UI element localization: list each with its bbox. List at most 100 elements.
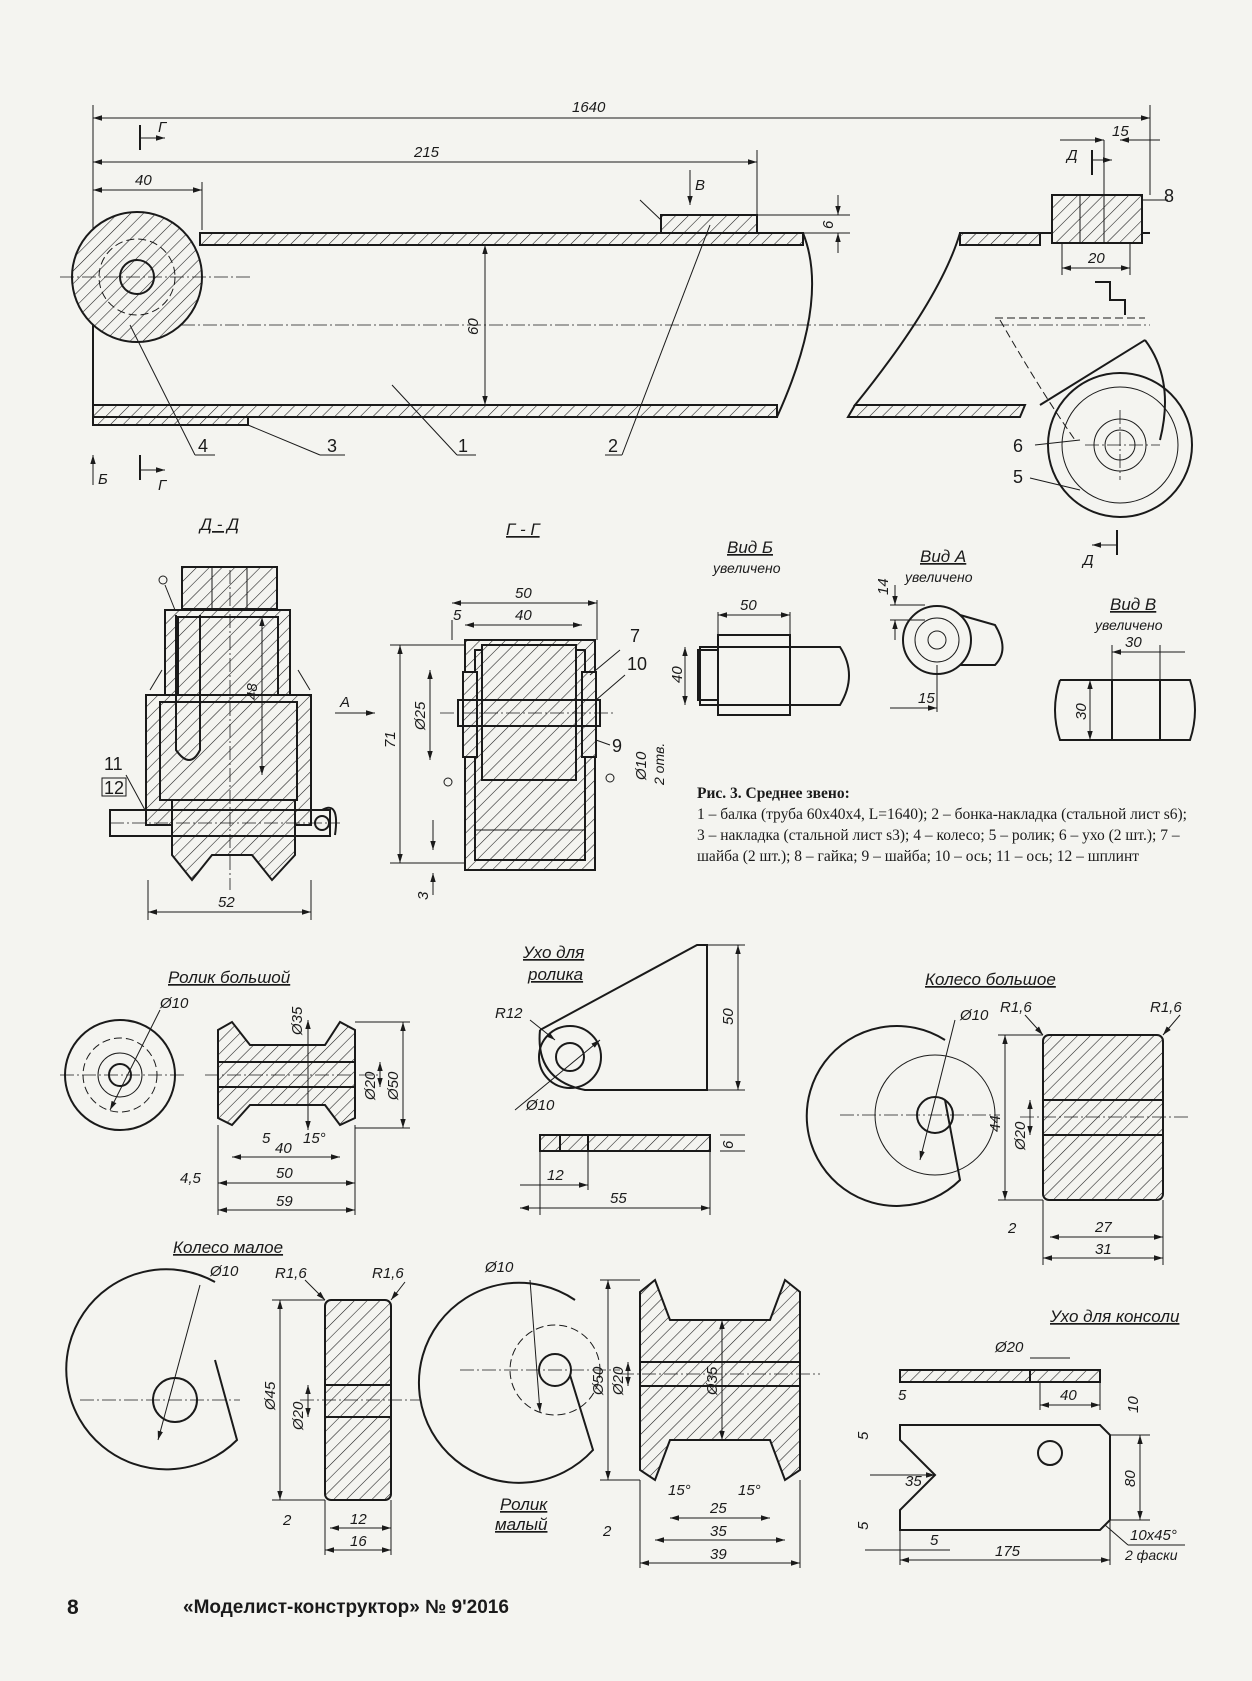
roller-small-dim-25: 25 — [709, 1500, 727, 1517]
dim-1640: 1640 — [572, 99, 606, 116]
plate-3 — [92, 416, 249, 426]
roller-big-dim-20: Ø20 — [362, 1071, 379, 1101]
wheel-small-dim-r2: R1,6 — [372, 1265, 404, 1282]
caption-text: 1 – балка (труба 60х40х4, L=1640); 2 – б… — [697, 806, 1187, 865]
wheel-small-dim-10: Ø10 — [209, 1263, 239, 1280]
dim-gg-5: 5 — [453, 607, 462, 624]
view-a-title: Вид А — [920, 547, 966, 566]
beam-right-bottom-wall — [846, 404, 1027, 418]
roller-5 — [1047, 372, 1193, 518]
roller-big-dim-35: Ø35 — [289, 1006, 306, 1036]
wheel-big-dim-10: Ø10 — [959, 1007, 989, 1024]
wheel-small-title: Колесо малое — [173, 1238, 283, 1257]
page-number: 8 — [67, 1596, 79, 1619]
view-a-dim-15: 15 — [918, 690, 935, 707]
dim-gg-3: 3 — [415, 891, 432, 900]
roller-small-dim-20: Ø20 — [610, 1366, 627, 1396]
roller-small-dim-39: 39 — [710, 1546, 727, 1563]
view-a-dim-14: 14 — [875, 578, 892, 595]
top-view: 1640 215 40 6 60 — [60, 99, 1193, 569]
ear-console-dim-80: 80 — [1122, 1470, 1139, 1487]
ear-console-dim-5a: 5 — [898, 1387, 907, 1404]
dim-60: 60 — [465, 318, 482, 335]
view-b-dim-50: 50 — [740, 597, 757, 614]
ear-console-chamfer: 10х45° — [1130, 1527, 1177, 1544]
dim-dd-48: 48 — [244, 683, 261, 700]
roller-big-dim-40: 40 — [275, 1140, 292, 1157]
wheel-small-dim-2: 2 — [282, 1512, 292, 1529]
ear-console-dim-10: 10 — [1125, 1396, 1142, 1413]
callout-4: 4 — [198, 436, 208, 456]
ear-console-dim-5d: 5 — [930, 1532, 939, 1549]
mark-d-bottom: Д — [1081, 552, 1094, 569]
view-a: Вид А увеличено 14 15 — [875, 547, 1004, 712]
view-a-subtitle: увеличено — [904, 569, 973, 585]
ear-roller: Ухо для ролика 50 R12 Ø10 6 12 55 — [495, 943, 745, 1215]
view-b-title: Вид Б — [727, 538, 773, 557]
callout-10: 10 — [627, 654, 647, 674]
wheel-small-dim-45: Ø45 — [262, 1381, 279, 1411]
mark-b: Б — [98, 471, 108, 488]
arrow-a: А — [339, 694, 350, 711]
roller-small-title-1: Ролик — [500, 1495, 548, 1514]
section-dd: Д - Д 48 52 11 12 — [101, 515, 340, 920]
dim-gg-40: 40 — [515, 607, 532, 624]
ear-console: Ухо для консоли Ø20 40 10 80 5 5 35 5 5 … — [855, 1307, 1185, 1565]
wheel-small-dim-16: 16 — [350, 1533, 367, 1550]
roller-small-dim-2: 2 — [602, 1523, 612, 1540]
ear-console-dim-5b: 5 — [855, 1431, 872, 1440]
dim-20: 20 — [1087, 250, 1105, 267]
ear-console-title: Ухо для консоли — [1049, 1307, 1180, 1326]
callout-12: 12 — [104, 778, 124, 798]
wheel-big: Колесо большое Ø10 R1,6 R1,6 44 Ø20 2 27… — [805, 970, 1190, 1265]
callout-3: 3 — [327, 436, 337, 456]
ear-console-dim-20: Ø20 — [994, 1339, 1024, 1356]
dim-gg-10: Ø10 — [633, 751, 650, 781]
callout-11: 11 — [104, 754, 123, 774]
view-v: Вид В увеличено 30 30 — [1054, 595, 1196, 741]
roller-small-angle-1: 15° — [668, 1482, 691, 1499]
roller-big-angle-15: 15° — [303, 1130, 326, 1147]
wheel-big-dim-44: 44 — [987, 1115, 1004, 1132]
ear-console-chamfer-2: 2 фаски — [1124, 1547, 1178, 1563]
dim-40: 40 — [135, 172, 152, 189]
beam-bottom-wall — [92, 404, 778, 418]
roller-big-dim-5: 5 — [262, 1130, 271, 1147]
magazine-title: «Моделист-конструктор» № 9'2016 — [183, 1597, 509, 1618]
ear-roller-dim-55: 55 — [610, 1190, 627, 1207]
ear-console-dim-40: 40 — [1060, 1387, 1077, 1404]
roller-big-title: Ролик большой — [168, 968, 291, 987]
mark-g-top: Г — [158, 119, 168, 136]
dim-dd-52: 52 — [218, 894, 235, 911]
figure-caption: Рис. 3. Среднее звено: 1 – балка (труба … — [697, 783, 1194, 867]
view-b-dim-40: 40 — [669, 666, 686, 683]
view-v-dim-30h: 30 — [1125, 634, 1142, 651]
dim-gg-50: 50 — [515, 585, 532, 602]
callout-8: 8 — [1164, 186, 1174, 206]
roller-small-dim-35: Ø35 — [704, 1366, 721, 1396]
roller-big-dim-10: Ø10 — [159, 995, 189, 1012]
ear-roller-dim-10: Ø10 — [525, 1097, 555, 1114]
bonka-2 — [660, 214, 758, 234]
wheel-small-dim-r1: R1,6 — [275, 1265, 307, 1282]
roller-small-title-2: малый — [495, 1515, 548, 1534]
section-gg: Г - Г 50 40 5 71 Ø25 3 Ø10 2 отв. А — [335, 520, 667, 900]
roller-big: Ролик большой Ø10 Ø35 Ø20 Ø50 5 15° 40 5… — [60, 968, 410, 1215]
roller-small-dim-50: Ø50 — [590, 1366, 607, 1396]
view-v-dim-30v: 30 — [1073, 703, 1090, 720]
roller-small-dim-35b: 35 — [710, 1523, 727, 1540]
wheel-small-dim-20: Ø20 — [290, 1401, 307, 1431]
dim-gg-71: 71 — [382, 731, 399, 748]
ear-roller-dim-r12: R12 — [495, 1005, 523, 1022]
callout-7: 7 — [630, 626, 640, 646]
caption-title: Рис. 3. Среднее звено: — [697, 785, 850, 802]
wheel-small-dim-12: 12 — [350, 1511, 367, 1528]
ear-console-dim-175: 175 — [995, 1543, 1021, 1560]
roller-big-dim-50b: 50 — [276, 1165, 293, 1182]
view-v-title: Вид В — [1110, 595, 1156, 614]
section-dd-title: Д - Д — [198, 515, 239, 534]
roller-big-dim-4-5: 4,5 — [180, 1170, 202, 1187]
dim-6: 6 — [820, 220, 837, 229]
mark-g-bottom: Г — [158, 477, 168, 494]
dim-15: 15 — [1112, 123, 1129, 140]
